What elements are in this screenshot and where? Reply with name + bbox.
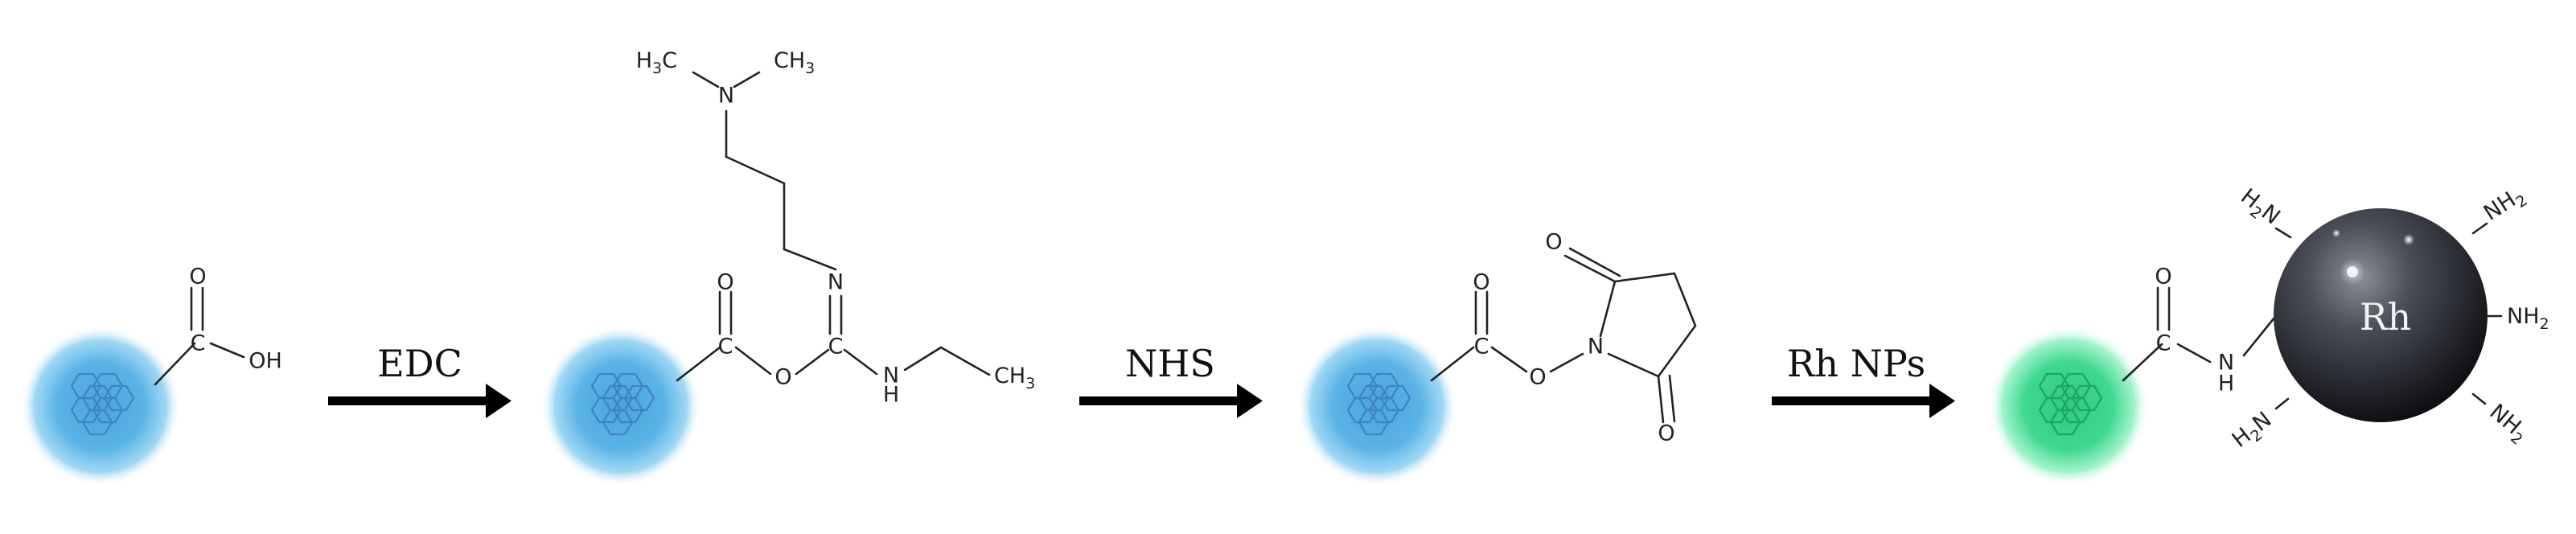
o-acylisourea-group: C O O C N N H CH3 N H3C CH3	[636, 48, 1036, 408]
amide-linkage: C O N H	[2122, 265, 2276, 396]
atom-o: O	[2155, 265, 2171, 290]
methyl-group: CH3	[994, 364, 1035, 392]
atom-o: O	[1658, 421, 1674, 446]
atom-o: O	[1473, 270, 1489, 295]
carbon-dot-3	[1296, 326, 1457, 487]
atom-o: O	[774, 365, 791, 390]
nhs-ester-group: C O O N O O	[1430, 230, 1697, 446]
reagent-label-nhs: NHS	[1125, 342, 1215, 385]
carbon-dot-1	[20, 326, 181, 487]
amine-group: NH2	[2507, 304, 2549, 333]
methyl-group: CH3	[774, 48, 815, 77]
atom-oh: OH	[249, 349, 282, 374]
amine-group: NH2	[2482, 400, 2533, 449]
reaction-arrow-edc: EDC	[328, 342, 512, 418]
atom-o: O	[717, 270, 733, 295]
atom-c: C	[191, 331, 206, 356]
carbon-dot-2	[540, 326, 701, 487]
reagent-label-rh-nps: Rh NPs	[1787, 342, 1925, 385]
carbon-dot-4	[1988, 326, 2149, 487]
rh-nanoparticle: Rh	[2274, 208, 2488, 422]
amine-group: H2N	[2233, 184, 2285, 233]
atom-h: H	[2218, 372, 2234, 396]
atom-o: O	[1529, 365, 1546, 390]
atom-c: C	[1474, 335, 1489, 359]
methyl-group: H3C	[636, 48, 677, 77]
atom-n: N	[883, 364, 899, 388]
reaction-arrow-rh-nps: Rh NPs	[1772, 342, 1955, 418]
reaction-arrow-nhs: NHS	[1079, 342, 1263, 418]
amine-group: H2N	[2228, 407, 2279, 456]
carboxylic-acid-group: C O OH	[154, 265, 282, 386]
atom-o: O	[189, 265, 206, 290]
amine-group: NH2	[2479, 182, 2531, 229]
atom-n: N	[2218, 351, 2234, 376]
atom-c: C	[718, 335, 733, 359]
atom-n: N	[1588, 335, 1604, 359]
atom-c: C	[828, 335, 844, 359]
atom-n: N	[718, 84, 734, 109]
atom-n: N	[828, 270, 844, 295]
atom-h: H	[883, 383, 899, 408]
atom-o: O	[1545, 230, 1562, 255]
reagent-label-edc: EDC	[377, 342, 462, 385]
atom-c: C	[2156, 331, 2171, 356]
rh-label: Rh	[2360, 295, 2411, 339]
